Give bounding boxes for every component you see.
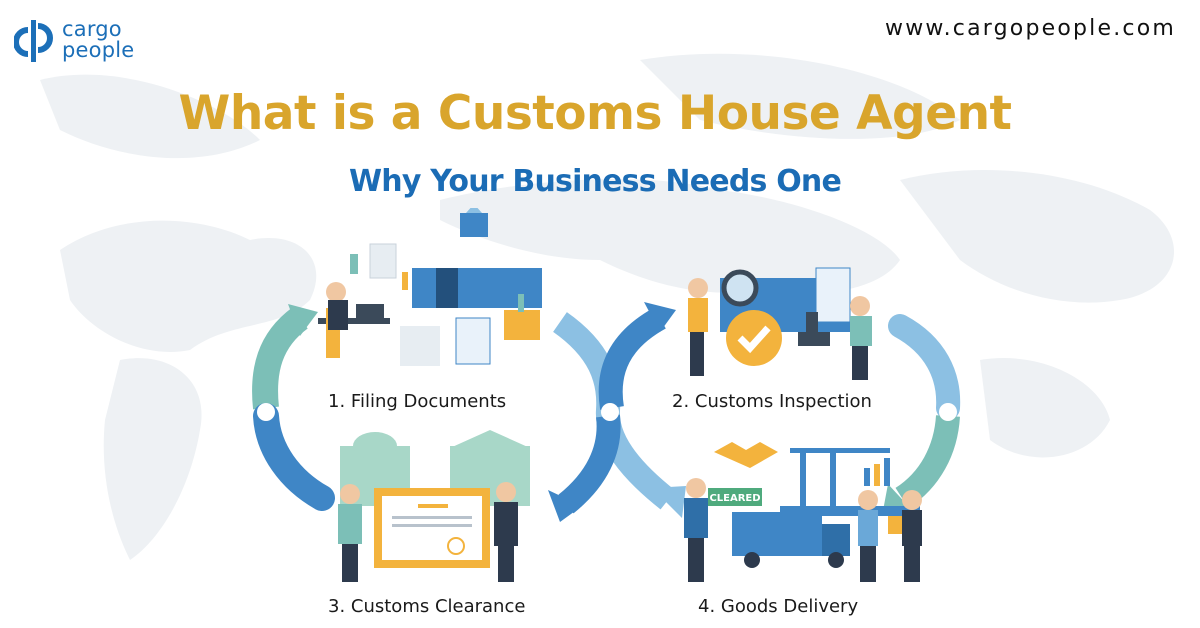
website-url[interactable]: www.cargopeople.com xyxy=(885,16,1176,41)
arrow-left-upper-teal xyxy=(252,304,318,410)
connector-node xyxy=(257,403,275,421)
step-2-label: 2. Customs Inspection xyxy=(672,391,872,412)
goods-delivery-illustration: CLEARED xyxy=(684,442,922,582)
customs-inspection-illustration xyxy=(688,267,872,380)
arrow-center-blue-to-inspection xyxy=(598,302,676,410)
cargo-people-logo-icon xyxy=(14,20,53,62)
cleared-sign xyxy=(708,488,762,506)
arrow-center-blue-to-clearance xyxy=(548,414,621,522)
arrow-right-upper-light xyxy=(888,314,961,420)
cleared-sign-text: CLEARED xyxy=(709,493,760,504)
page-title: What is a Customs House Agent xyxy=(178,86,1013,141)
customs-clearance-illustration xyxy=(338,430,530,582)
brand-name-line1: cargo xyxy=(62,17,122,41)
step-3-label: 3. Customs Clearance xyxy=(328,596,526,617)
brand-name-line2: people xyxy=(62,38,135,62)
page-subtitle: Why Your Business Needs One xyxy=(348,164,842,199)
step-4-label: 4. Goods Delivery xyxy=(698,596,859,617)
connector-node xyxy=(939,403,957,421)
arrow-left-lower-blue xyxy=(253,403,335,511)
brand-logo[interactable]: cargo people xyxy=(14,16,134,64)
connector-node xyxy=(601,403,619,421)
step-1-label: 1. Filing Documents xyxy=(328,391,507,412)
filing-documents-illustration xyxy=(318,208,542,366)
brand-name: cargo people xyxy=(62,19,134,61)
